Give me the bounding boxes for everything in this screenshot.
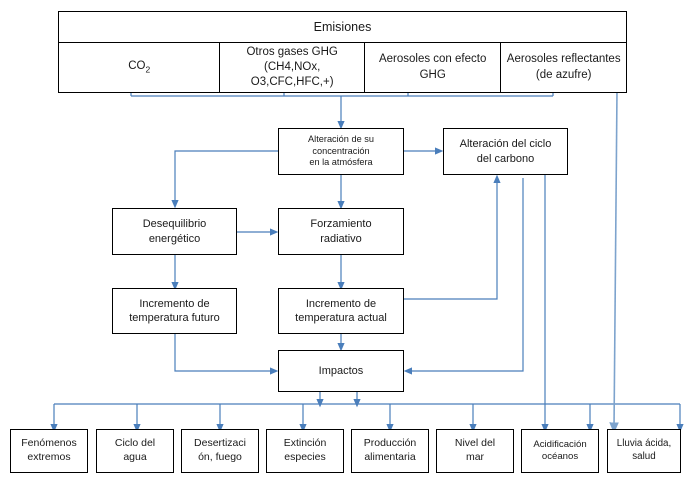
- box-desertizacion-fuego[interactable]: Desertizaci ón, fuego: [181, 429, 259, 473]
- emissions-table: Emisiones CO2 Otros gases GHG (CH4,NOx, …: [58, 11, 627, 93]
- box-extincion-especies[interactable]: Extinción especies: [266, 429, 344, 473]
- box-incremento-temp-actual[interactable]: Incremento de temperatura actual: [278, 288, 404, 334]
- emissions-columns-row: CO2 Otros gases GHG (CH4,NOx, O3,CFC,HFC…: [59, 43, 626, 92]
- box-impactos-label: Impactos: [318, 364, 364, 377]
- box-ciclo-del-agua[interactable]: Ciclo del agua: [96, 429, 174, 473]
- box-produccion-alimentaria[interactable]: Producción alimentaria: [351, 429, 429, 473]
- box-extincion-especies-line1: Extinción: [283, 437, 327, 450]
- box-desequilibrio-energetico-line2: energético: [148, 232, 201, 245]
- box-alteracion-concentracion-line3: en la atmósfera: [309, 157, 373, 168]
- box-fenomenos-extremos-line1: Fenómenos: [21, 437, 77, 450]
- emissions-cell-aerosoles-reflectantes[interactable]: Aerosoles reflectantes (de azufre): [501, 43, 626, 92]
- box-forzamiento-radiativo-line2: radiativo: [320, 232, 362, 245]
- box-desequilibrio-energetico[interactable]: Desequilibrio energético: [112, 208, 237, 255]
- emissions-cell-otros-ghg-line2: (CH4,NOx, O3,CFC,HFC,+): [250, 60, 334, 89]
- box-produccion-alimentaria-line1: Producción: [363, 437, 417, 450]
- box-alteracion-concentracion-line2: concentración: [312, 145, 370, 156]
- box-incremento-temp-futuro-line1: Incremento de: [139, 297, 210, 310]
- emissions-cell-co2-label: CO2: [128, 60, 151, 75]
- box-acidificacion-oceanos[interactable]: Acidificación océanos: [521, 429, 599, 473]
- emissions-cell-aerosoles-reflectantes-line2: (de azufre): [535, 68, 592, 81]
- box-lluvia-acida-salud-line1: Lluvia ácida,: [616, 438, 672, 450]
- emissions-title: Emisiones: [59, 12, 626, 43]
- box-desequilibrio-energetico-line1: Desequilibrio: [142, 218, 207, 231]
- box-incremento-temp-futuro[interactable]: Incremento de temperatura futuro: [112, 288, 237, 334]
- box-fenomenos-extremos[interactable]: Fenómenos extremos: [10, 429, 88, 473]
- box-forzamiento-radiativo[interactable]: Forzamiento radiativo: [278, 208, 404, 255]
- emissions-cell-otros-ghg-line1: Otros gases GHG: [246, 45, 338, 58]
- box-impactos[interactable]: Impactos: [278, 350, 404, 392]
- box-desertizacion-fuego-line2: ón, fuego: [198, 451, 242, 463]
- box-desertizacion-fuego-line1: Desertizaci: [194, 437, 246, 450]
- box-nivel-del-mar[interactable]: Nivel del mar: [436, 429, 514, 473]
- box-incremento-temp-futuro-line2: temperatura futuro: [129, 312, 220, 324]
- emissions-cell-otros-ghg[interactable]: Otros gases GHG (CH4,NOx, O3,CFC,HFC,+): [220, 43, 365, 92]
- box-acidificacion-oceanos-line2: océanos: [541, 451, 579, 462]
- box-lluvia-acida-salud[interactable]: Lluvia ácida, salud: [607, 429, 681, 473]
- box-ciclo-del-agua-line1: Ciclo del: [114, 437, 156, 450]
- box-alteracion-concentracion-line1: Alteración de su: [308, 133, 374, 144]
- box-incremento-temp-actual-line1: Incremento de: [305, 297, 377, 310]
- emissions-cell-aerosoles-ghg-line2: GHG: [419, 68, 446, 81]
- emissions-cell-aerosoles-reflectantes-line1: Aerosoles reflectantes: [506, 53, 621, 66]
- box-alteracion-concentracion[interactable]: Alteración de su concentración en la atm…: [278, 128, 404, 175]
- box-fenomenos-extremos-line2: extremos: [27, 451, 71, 463]
- box-alteracion-ciclo-carbono[interactable]: Alteración del ciclo del carbono: [443, 128, 568, 175]
- box-alteracion-ciclo-carbono-line2: del carbono: [476, 152, 535, 165]
- box-forzamiento-radiativo-line1: Forzamiento: [310, 218, 372, 231]
- box-nivel-del-mar-line2: mar: [465, 451, 485, 463]
- box-incremento-temp-actual-line2: temperatura actual: [295, 312, 387, 324]
- box-alteracion-ciclo-carbono-line1: Alteración del ciclo: [459, 138, 552, 151]
- box-nivel-del-mar-line1: Nivel del: [454, 437, 496, 450]
- emissions-cell-co2[interactable]: CO2: [59, 43, 221, 92]
- emissions-cell-aerosoles-ghg-line1: Aerosoles con efecto: [378, 53, 487, 66]
- box-acidificacion-oceanos-line1: Acidificación: [533, 438, 587, 450]
- box-extincion-especies-line2: especies: [284, 451, 326, 463]
- box-produccion-alimentaria-line2: alimentaria: [364, 451, 416, 463]
- box-ciclo-del-agua-line2: agua: [123, 451, 147, 463]
- emissions-cell-aerosoles-ghg[interactable]: Aerosoles con efecto GHG: [365, 43, 502, 92]
- box-lluvia-acida-salud-line2: salud: [632, 451, 656, 462]
